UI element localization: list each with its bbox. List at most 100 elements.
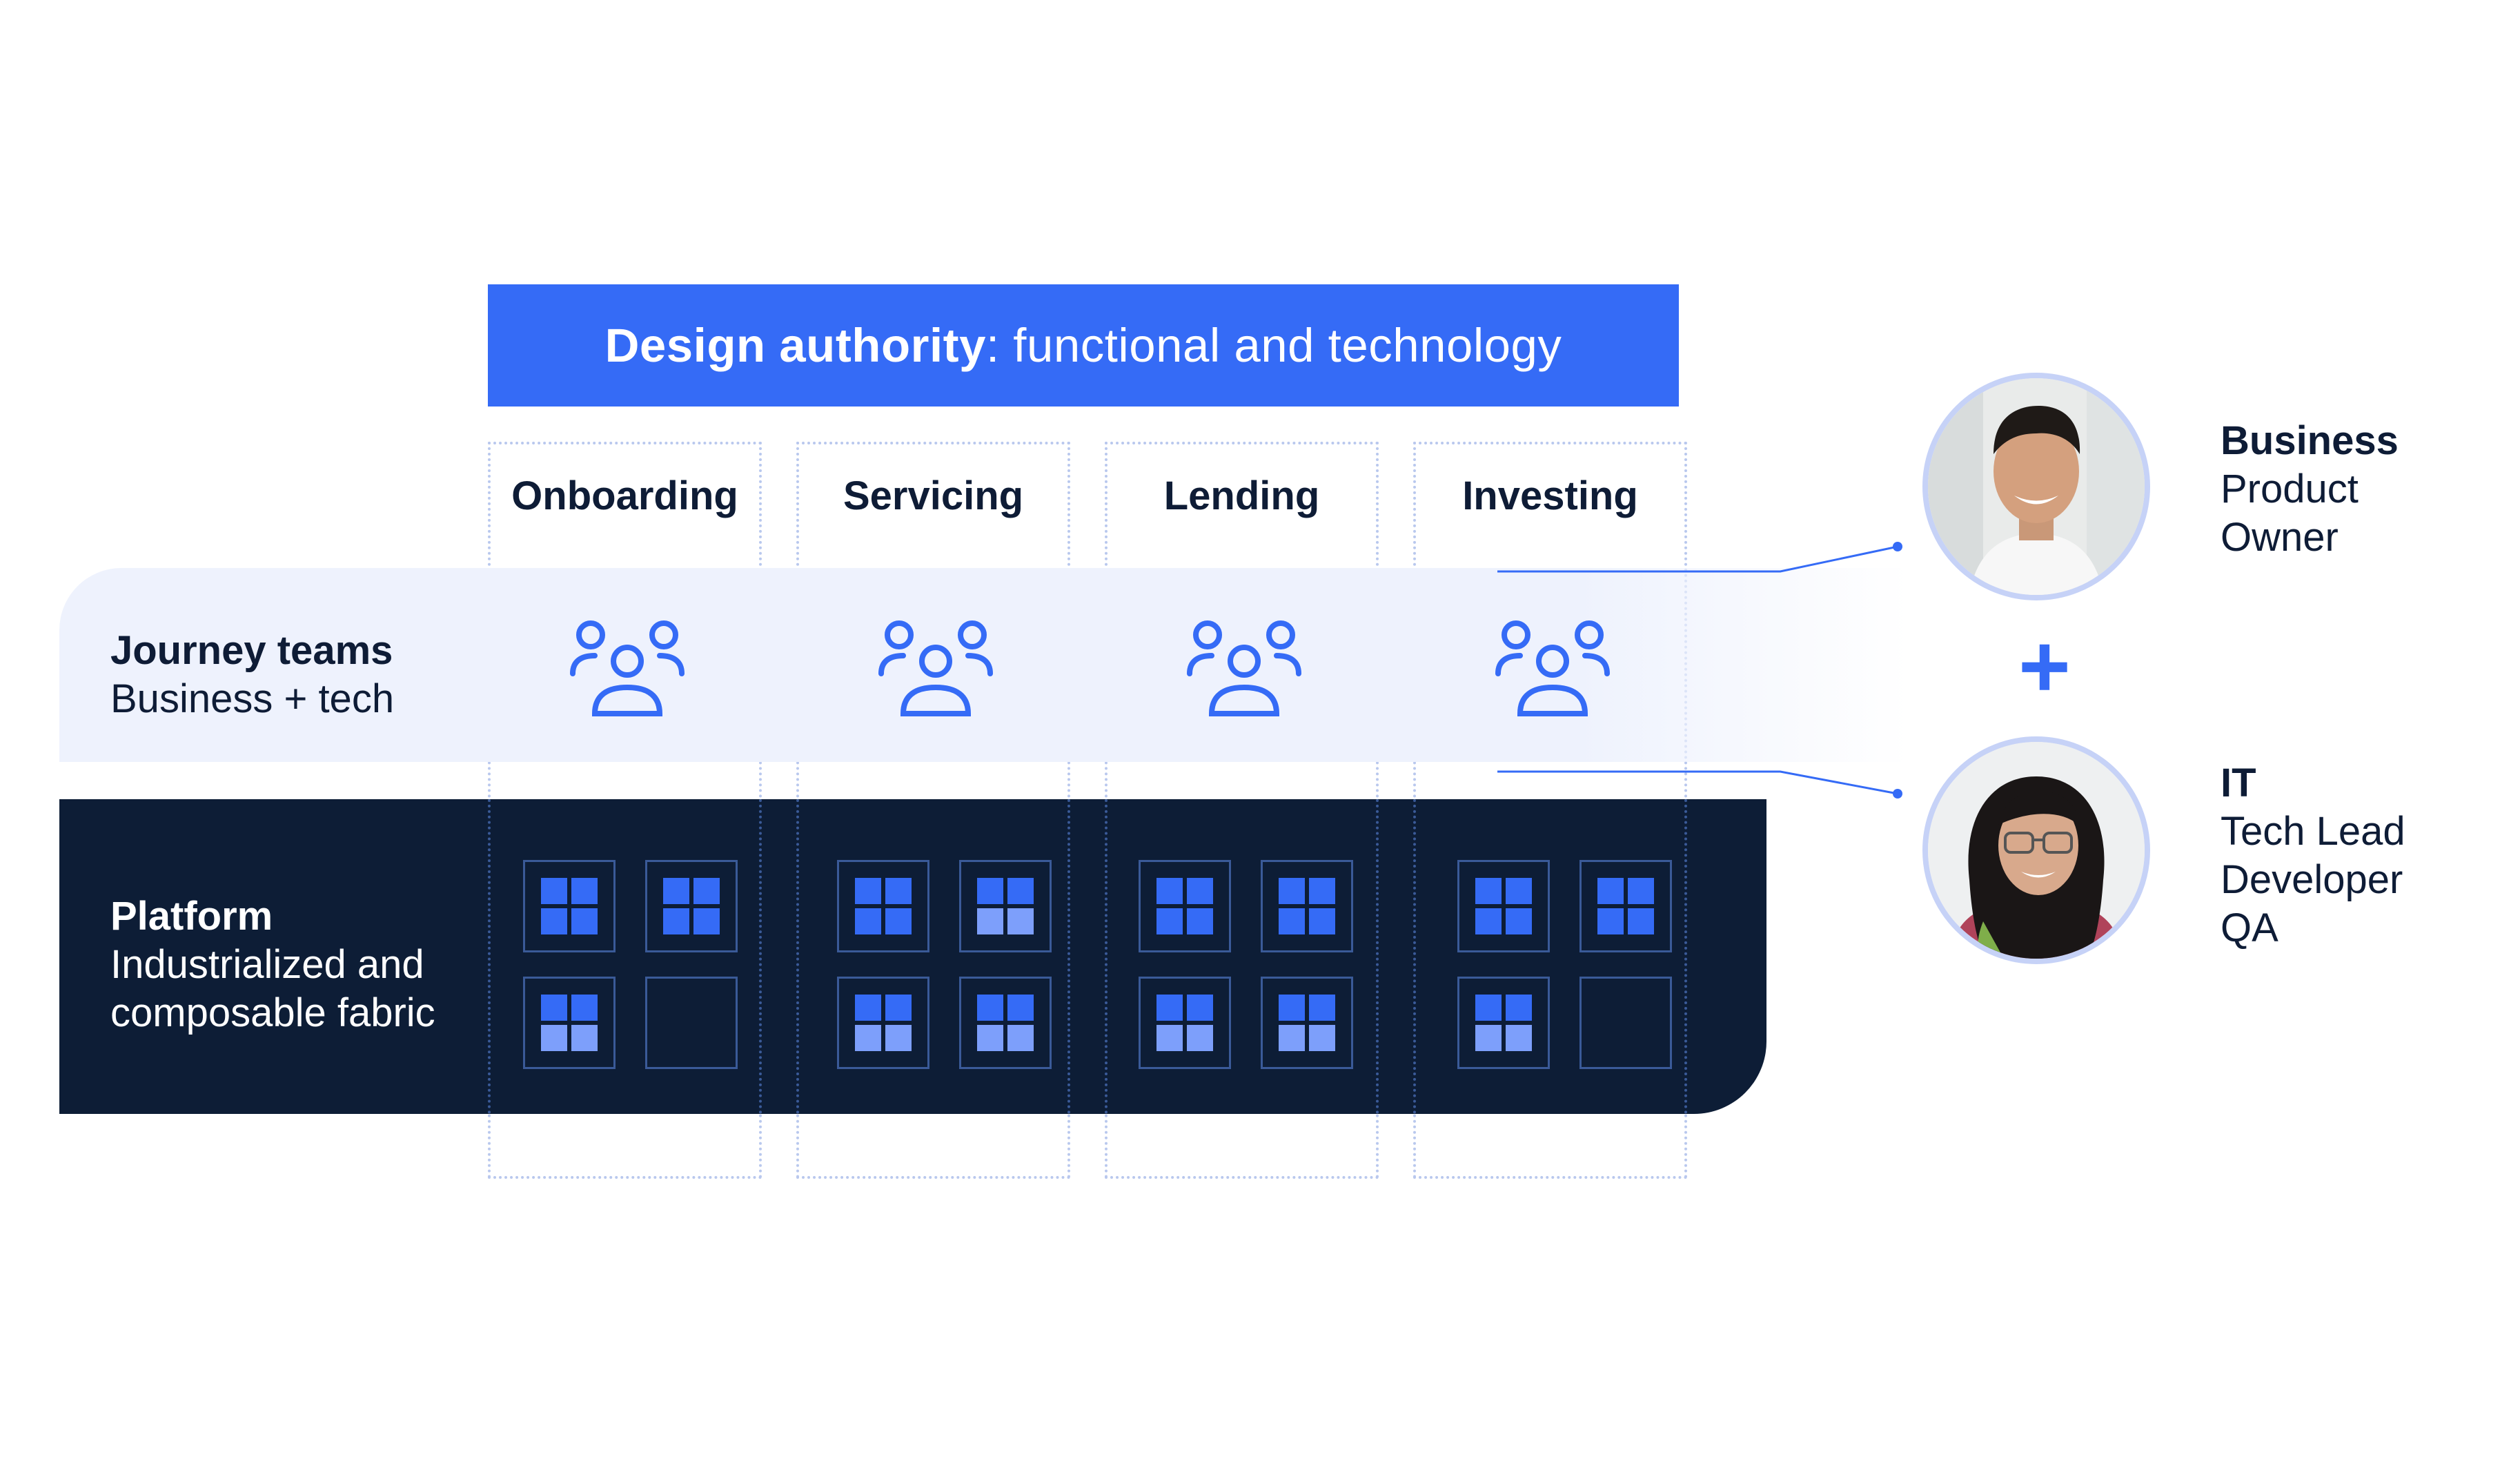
tile-square (1309, 878, 1335, 904)
tile-square (1187, 1025, 1213, 1051)
tile-square (541, 1025, 567, 1051)
tile-square (1279, 878, 1305, 904)
tile-square (1279, 995, 1305, 1021)
platform-tile (837, 860, 929, 952)
platform-subtitle-line1: Industrialized and (110, 942, 424, 987)
platform-tile (1579, 977, 1672, 1069)
tile-square (571, 908, 598, 934)
platform-tile (837, 977, 929, 1069)
tile-square (693, 908, 720, 934)
it-role-line1: Tech Lead (2221, 809, 2405, 854)
tile-square (977, 908, 1003, 934)
tile-square (1156, 1025, 1183, 1051)
platform-label: Platform Industrialized and composable f… (110, 892, 435, 1037)
platform-tile (1457, 860, 1550, 952)
tile-square (541, 878, 567, 904)
platform-tile (1579, 860, 1672, 952)
team-icon (570, 620, 685, 716)
tile-square (663, 878, 689, 904)
platform-tile (1457, 977, 1550, 1069)
platform-tile (523, 860, 616, 952)
tile-square (541, 908, 567, 934)
tile-square (1187, 878, 1213, 904)
tile-square (663, 908, 689, 934)
team-icon (1187, 620, 1301, 716)
tile-square (1506, 878, 1532, 904)
tile-square (1309, 995, 1335, 1021)
it-role-line3: QA (2221, 905, 2278, 950)
business-role-line2: Owner (2221, 515, 2339, 560)
column-header-investing: Investing (1462, 473, 1638, 518)
column-header-lending: Lending (1163, 473, 1320, 518)
platform-subtitle-line2: composable fabric (110, 990, 435, 1035)
journey-teams-label: Journey teams Business + tech (110, 627, 394, 723)
tile-square (1279, 1025, 1305, 1051)
tile-square (571, 878, 598, 904)
team-icon (1495, 620, 1610, 716)
journey-teams-band (59, 568, 1909, 762)
tile-square (1156, 995, 1183, 1021)
tile-square (1475, 1025, 1502, 1051)
tile-square (1597, 908, 1624, 934)
tile-square (885, 1025, 912, 1051)
business-role-text: Business Product Owner (2221, 417, 2399, 562)
tile-square (693, 878, 720, 904)
tile-square (1506, 1025, 1532, 1051)
tile-square (1007, 995, 1034, 1021)
tile-square (1628, 908, 1654, 934)
connector-lines (1497, 542, 1902, 799)
business-product-owner-avatar (1922, 373, 2150, 600)
tile-square (977, 1025, 1003, 1051)
design-authority-banner: Design authority: functional and technol… (488, 284, 1679, 407)
journey-teams-title: Journey teams (110, 628, 393, 673)
business-role-title: Business (2221, 418, 2399, 463)
platform-tile (1139, 860, 1231, 952)
column-header-onboarding: Onboarding (511, 473, 738, 518)
tile-square (885, 908, 912, 934)
tile-square (1156, 878, 1183, 904)
journey-teams-subtitle: Business + tech (110, 676, 395, 721)
tile-square (1506, 995, 1532, 1021)
tile-square (1506, 908, 1532, 934)
tile-square (1309, 1025, 1335, 1051)
platform-tile (959, 977, 1052, 1069)
column-header-servicing: Servicing (843, 473, 1024, 518)
platform-tile (645, 977, 738, 1069)
tile-square (571, 995, 598, 1021)
banner-title-rest: : functional and technology (985, 319, 1562, 372)
it-role-title: IT (2221, 761, 2256, 805)
it-role-text: IT Tech Lead Developer QA (2221, 759, 2405, 952)
tile-square (885, 995, 912, 1021)
tile-square (1007, 878, 1034, 904)
tile-square (1007, 1025, 1034, 1051)
tile-square (977, 995, 1003, 1021)
business-role-line1: Product (2221, 467, 2359, 511)
tile-square (855, 908, 881, 934)
tile-square (1475, 878, 1502, 904)
tile-square (1279, 908, 1305, 934)
tile-square (541, 995, 567, 1021)
tile-square (1156, 908, 1183, 934)
tile-square (855, 995, 881, 1021)
platform-tile (523, 977, 616, 1069)
platform-tile (1139, 977, 1231, 1069)
it-role-line2: Developer (2221, 857, 2403, 902)
it-tech-lead-avatar (1922, 736, 2150, 964)
tile-square (1309, 908, 1335, 934)
platform-band (59, 799, 1766, 1114)
banner-title-bold: Design authority (604, 319, 986, 372)
platform-tile (645, 860, 738, 952)
tile-square (855, 1025, 881, 1051)
tile-square (1597, 878, 1624, 904)
tile-square (855, 878, 881, 904)
platform-tile (1261, 860, 1353, 952)
tile-square (571, 1025, 598, 1051)
tile-square (1475, 995, 1502, 1021)
tile-square (1007, 908, 1034, 934)
tile-square (977, 878, 1003, 904)
tile-square (1187, 995, 1213, 1021)
platform-tile (1261, 977, 1353, 1069)
tile-square (1475, 908, 1502, 934)
plus-sign: + (2018, 616, 2071, 716)
platform-title: Platform (110, 894, 273, 939)
